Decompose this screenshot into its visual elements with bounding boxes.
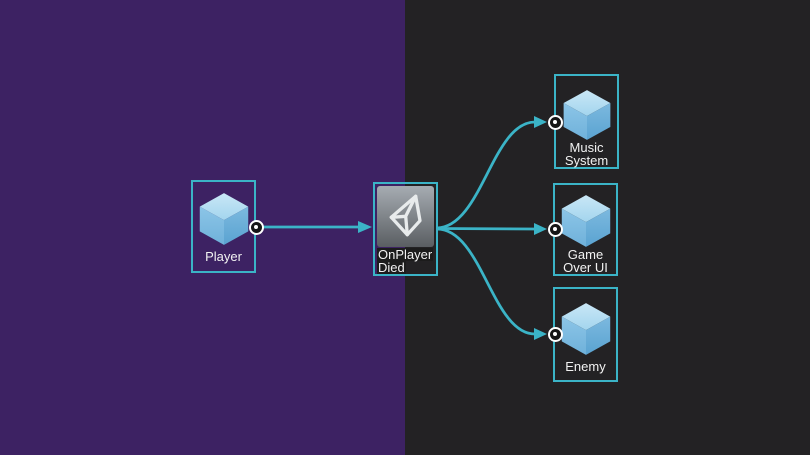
port-game-over-ui-input[interactable] — [547, 221, 563, 237]
edge-gameoverui-arrowhead — [534, 223, 547, 235]
node-player-label: Player — [205, 249, 242, 264]
edge-onplayerdied-to-enemy — [436, 227, 536, 336]
cube-icon — [199, 193, 248, 245]
port-dot — [552, 226, 558, 232]
cube-icon — [561, 195, 610, 247]
edge-enemy-arrowhead — [534, 328, 547, 340]
port-dot — [552, 119, 558, 125]
edge-player-arrowhead — [358, 221, 372, 233]
node-music-system-label: Music System — [564, 140, 609, 168]
edge-musicsystem-arrowhead — [534, 116, 547, 128]
node-music-system[interactable]: Music System — [554, 74, 619, 169]
node-game-over-ui-label: Game Over UI — [563, 247, 608, 275]
port-dot — [552, 331, 558, 337]
node-enemy[interactable]: Enemy — [553, 287, 618, 382]
unity-logo-icon — [377, 186, 434, 247]
port-enemy-input[interactable] — [547, 326, 563, 342]
cube-icon — [563, 90, 610, 140]
node-enemy-label: Enemy — [565, 359, 606, 374]
node-onplayer-died[interactable]: OnPlayer Died — [373, 182, 438, 276]
edge-onplayerdied-to-musicsystem — [436, 120, 536, 230]
port-dot — [253, 224, 259, 230]
edge-onplayerdied-to-gameoverui — [436, 227, 535, 231]
node-game-over-ui[interactable]: Game Over UI — [553, 183, 618, 276]
node-onplayer-died-label: OnPlayer Died — [377, 247, 434, 275]
cube-icon — [561, 303, 610, 355]
port-player-output[interactable] — [248, 219, 264, 235]
node-player[interactable]: Player — [191, 180, 256, 273]
port-music-system-input[interactable] — [547, 114, 563, 130]
